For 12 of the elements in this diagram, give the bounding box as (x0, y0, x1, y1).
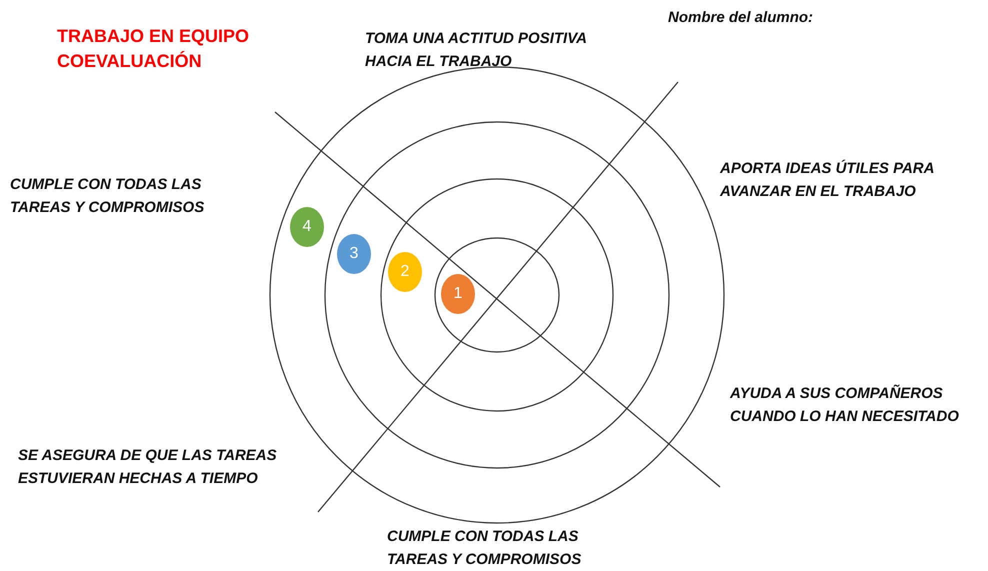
score-marker: 2 (388, 252, 422, 292)
criterion-text: CUMPLE CON TODAS LAS TAREAS Y COMPROMISOS (10, 175, 206, 218)
score-marker: 3 (337, 234, 371, 274)
criterion-text: CUMPLE CON TODAS LAS TAREAS Y COMPROMISOS (387, 527, 582, 570)
criterion-text: TOMA UNA ACTITUD POSITIVA HACIA EL TRABAJO (365, 29, 588, 72)
criterion-text: APORTA IDEAS ÚTILES PARA AVANZAR EN EL TRABAJO (720, 158, 935, 202)
name-field-label: Nombre del alumno: (668, 8, 814, 28)
score-marker: 1 (441, 274, 475, 314)
score-marker: 4 (290, 207, 324, 247)
criterion-text: SE ASEGURA DE QUE LAS TAREAS ESTUVIERAN HECHAS A TIEMPO (18, 446, 278, 489)
criterion-text: AYUDA A SUS COMPAÑEROS CUANDO LO HAN NECESITADO (730, 384, 960, 427)
title: TRABAJO EN EQUIPO COEVALUACIÓN (57, 25, 250, 73)
